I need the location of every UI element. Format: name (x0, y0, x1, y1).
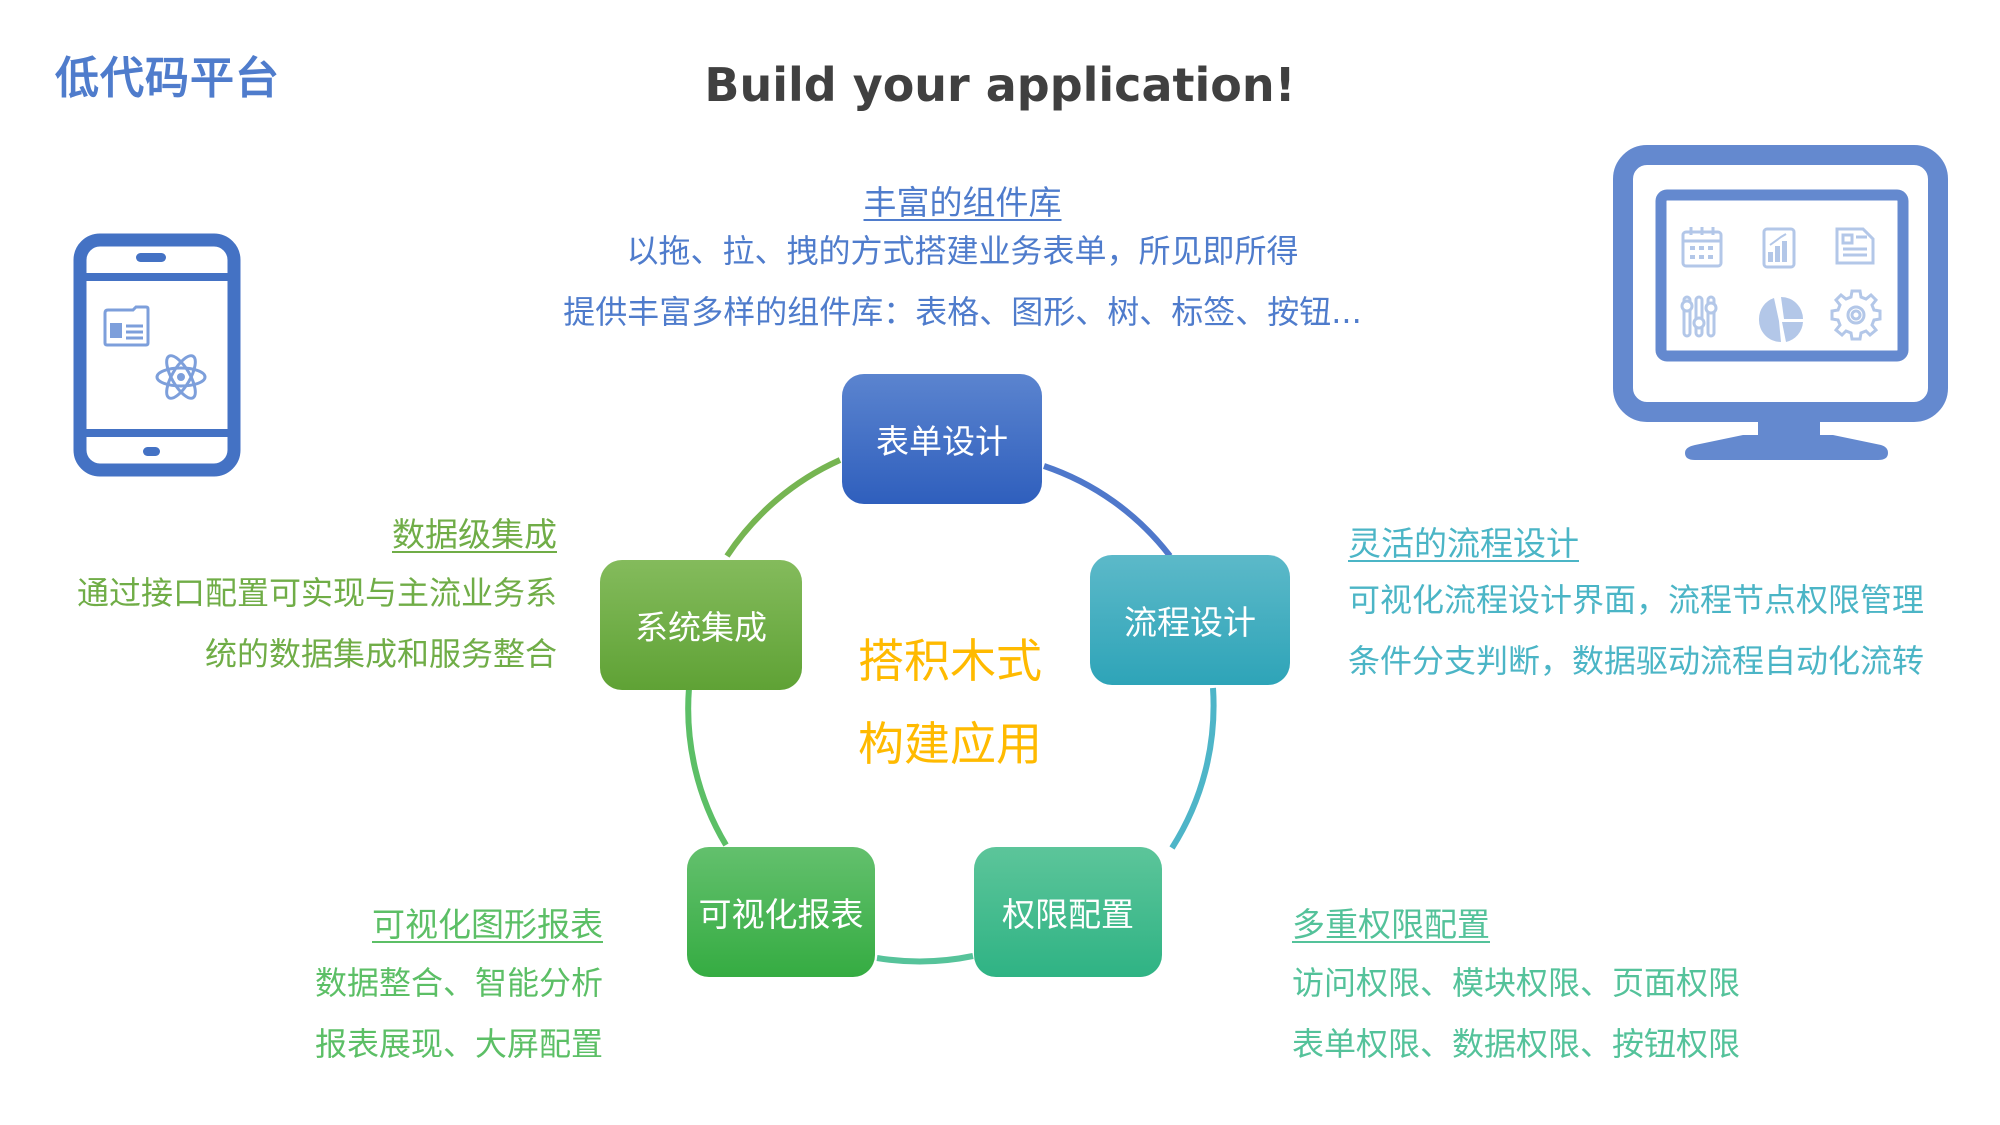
section-heading: 灵活的流程设计 (1348, 524, 1579, 563)
section-integration: 数据级集成 通过接口配置可实现与主流业务系 统的数据集成和服务整合 (77, 508, 557, 675)
document-icon (1835, 227, 1875, 265)
section-line: 通过接口配置可实现与主流业务系 (76, 574, 557, 612)
id-card-icon (103, 305, 150, 347)
arc-reports-to-integration (685, 687, 729, 847)
section-heading: 可视化图形报表 (372, 905, 603, 944)
module-label: 可视化报表 (698, 895, 864, 934)
section-heading: 丰富的组件库 (863, 183, 1062, 222)
desktop-monitor-icon (1613, 145, 1948, 460)
section-components: 丰富的组件库 以拖、拉、拽的方式搭建业务表单，所见即所得 提供丰富多样的组件库：… (0, 176, 1925, 333)
center-slogan-line1: 搭积木式 (858, 634, 1042, 688)
center-slogan-line2: 构建应用 (858, 717, 1042, 771)
calendar-icon (1681, 227, 1723, 268)
module-system-integration[interactable]: 系统集成 (600, 560, 802, 690)
tablet-chart-icon (1762, 227, 1796, 269)
section-permissions: 多重权限配置 访问权限、模块权限、页面权限 表单权限、数据权限、按钮权限 (1292, 898, 1740, 1065)
section-heading: 数据级集成 (392, 515, 557, 554)
page-title: Build your application! (704, 58, 1296, 112)
sliders-icon (1680, 295, 1718, 338)
section-workflow: 灵活的流程设计 可视化流程设计界面，流程节点权限管理 条件分支判断，数据驱动流程… (1348, 517, 1924, 682)
mobile-phone-icon (73, 233, 241, 477)
module-label: 系统集成 (635, 608, 767, 647)
section-reports: 可视化图形报表 数据整合、智能分析 报表展现、大屏配置 (315, 898, 603, 1065)
arc-workflow-to-permissions (1169, 687, 1217, 850)
gear-icon (1830, 289, 1882, 341)
section-line: 提供丰富多样的组件库：表格、图形、树、标签、按钮... (563, 293, 1362, 331)
module-form-design[interactable]: 表单设计 (842, 374, 1042, 504)
module-label: 表单设计 (876, 422, 1008, 461)
section-line: 可视化流程设计界面，流程节点权限管理 (1348, 581, 1925, 619)
pie-chart-icon (1758, 297, 1803, 342)
arc-integration-to-form (724, 457, 842, 558)
section-line: 表单权限、数据权限、按钮权限 (1292, 1025, 1741, 1063)
atom-icon (155, 354, 207, 400)
section-line: 访问权限、模块权限、页面权限 (1292, 964, 1741, 1002)
section-line: 数据整合、智能分析 (314, 964, 603, 1002)
module-label: 权限配置 (1002, 895, 1134, 934)
module-visual-report[interactable]: 可视化报表 (687, 847, 875, 977)
section-line: 报表展现、大屏配置 (314, 1025, 603, 1063)
module-workflow-design[interactable]: 流程设计 (1090, 555, 1290, 685)
section-line: 条件分支判断，数据驱动流程自动化流转 (1348, 642, 1925, 680)
section-line: 统的数据集成和服务整合 (204, 635, 557, 673)
arc-form-to-workflow (1043, 463, 1173, 558)
module-label: 流程设计 (1124, 603, 1256, 642)
section-heading: 多重权限配置 (1292, 905, 1490, 944)
module-permission-config[interactable]: 权限配置 (974, 847, 1162, 977)
brand-title: 低代码平台 (55, 53, 280, 104)
arc-permissions-to-reports (876, 953, 974, 965)
section-line: 以拖、拉、拽的方式搭建业务表单，所见即所得 (626, 232, 1299, 270)
